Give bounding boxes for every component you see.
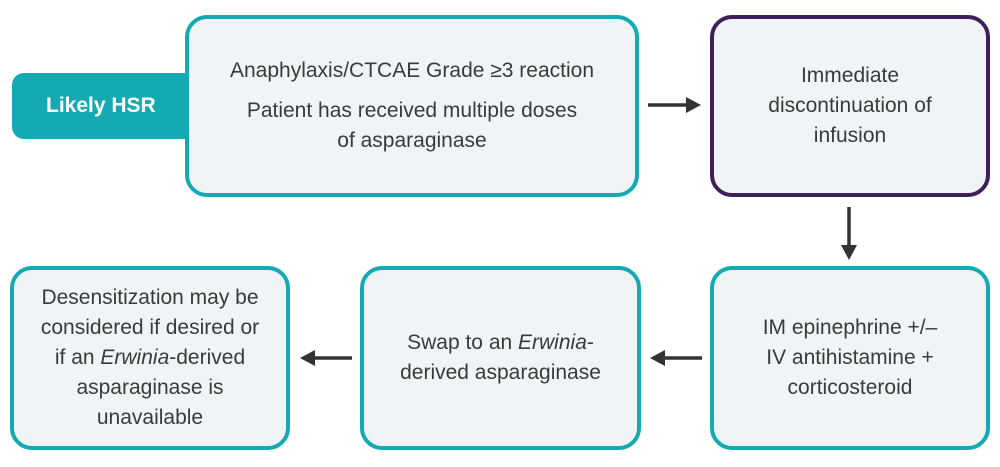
likely-hsr-tag: Likely HSR — [12, 73, 202, 139]
desens-line-3-post: -derived — [169, 346, 246, 369]
desens-erwinia: Erwinia — [100, 346, 170, 369]
desens-line-4: asparaginase is — [76, 376, 224, 399]
arrow-left-icon — [650, 350, 702, 366]
criteria-box: Anaphylaxis/CTCAE Grade ≥3 reaction Pati… — [185, 15, 639, 197]
discontinuation-line-3: infusion — [813, 124, 887, 147]
discontinuation-box: Immediate discontinuation of infusion — [710, 15, 990, 197]
swap-line-1-post: - — [586, 331, 594, 354]
swap-line-1: Swap to an Erwinia- — [407, 328, 594, 358]
arrow-down-icon — [841, 207, 857, 260]
arrow-left-icon — [300, 350, 352, 366]
desens-line-1: Desensitization may be — [41, 286, 259, 309]
likely-hsr-label: Likely HSR — [46, 94, 156, 117]
swap-erwinia: Erwinia — [518, 331, 587, 354]
desens-line-5: unavailable — [96, 406, 204, 429]
criteria-line-2b: of asparaginase — [337, 129, 487, 152]
arrow-right-icon — [648, 97, 701, 113]
criteria-line-1: Anaphylaxis/CTCAE Grade ≥3 reaction — [229, 59, 595, 82]
swap-line-2: derived asparaginase — [400, 361, 601, 384]
treatment-line-2: IV antihistamine + — [766, 346, 934, 369]
discontinuation-line-2: discontinuation of — [768, 94, 932, 117]
discontinuation-line-1: Immediate — [800, 64, 900, 87]
desens-line-2: considered if desired or — [40, 316, 260, 339]
treatment-line-3: corticosteroid — [787, 376, 913, 399]
desens-line-3: if an Erwinia-derived — [55, 343, 245, 373]
swap-line-1-pre: Swap to an — [407, 331, 519, 354]
desensitization-box: Desensitization may be considered if des… — [10, 266, 290, 450]
criteria-line-2a: Patient has received multiple doses — [246, 99, 578, 122]
treatment-line-1: IM epinephrine +/– — [762, 316, 938, 339]
desens-line-3-pre: if an — [54, 346, 101, 369]
swap-box: Swap to an Erwinia- derived asparaginase — [360, 266, 641, 450]
treatment-box: IM epinephrine +/– IV antihistamine + co… — [710, 266, 990, 450]
